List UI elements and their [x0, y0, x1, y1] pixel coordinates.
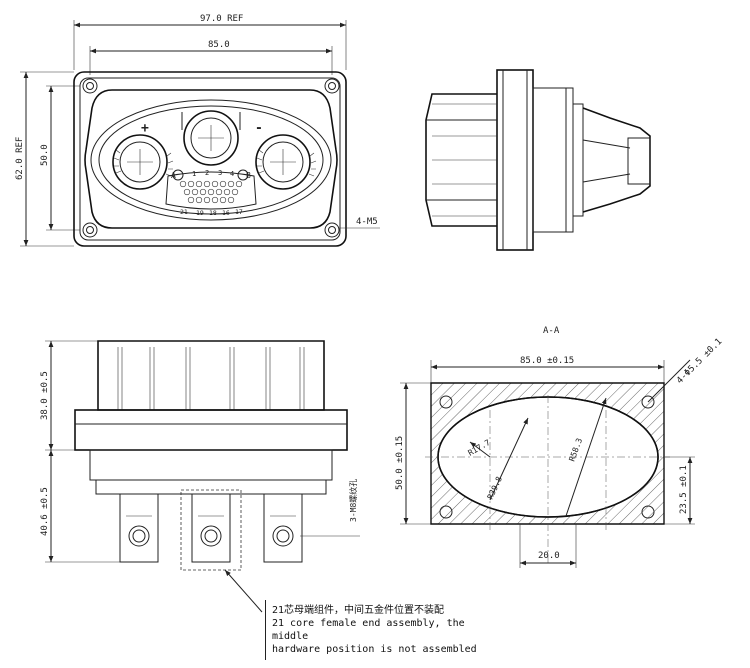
dim-section-offset: 23.5 ±0.1 [679, 465, 689, 514]
signal-pin [199, 188, 207, 196]
signal-pin [195, 180, 203, 188]
section-view-a-a: A-A 85.0 ±0.15 50.0 ±0.15 R17.7 R39.8 R5… [395, 326, 724, 568]
side-view [425, 69, 651, 251]
assembly-note-en-1: 21 core female end assembly, the middle [272, 618, 465, 642]
pin-number: 19 [196, 209, 204, 217]
power-contact-center [181, 110, 241, 166]
signal-pin [215, 188, 223, 196]
power-contact-left [112, 134, 174, 190]
dim-upper-height: 38.0 ±0.5 [40, 371, 50, 420]
label-section-holes: 4-Φ5.5 ±0.1 [675, 337, 724, 386]
pin-label-a: A [171, 171, 176, 180]
dim-bottom-width: 20.0 [538, 551, 560, 561]
signal-pin [187, 196, 195, 204]
signal-pin [211, 180, 219, 188]
dim-section-width: 85.0 ±0.15 [520, 356, 574, 366]
power-contact-right [255, 134, 317, 190]
assembly-note: 21芯母端组件，中间五金件位置不装配 21 core female end as… [265, 600, 510, 660]
label-radius-mid: R39.8 [486, 475, 504, 501]
signal-pin [211, 196, 219, 204]
label-radius-large: R58.3 [567, 437, 584, 463]
mount-hole [641, 395, 655, 409]
terminal-right [263, 493, 303, 563]
pin-number: 17 [235, 208, 243, 216]
dim-overall-height: 62.0 REF [15, 137, 25, 180]
dim-lower-height: 40.6 ±0.5 [40, 487, 50, 536]
mount-hole [82, 78, 98, 94]
signal-pin [203, 180, 211, 188]
unassembled-hardware-outline [180, 489, 242, 571]
dim-overall-width: 97.0 REF [200, 14, 243, 24]
signal-pin [227, 196, 235, 204]
dim-inner-width: 85.0 [208, 40, 230, 50]
assembly-note-en-2: hardware position is not assembled [272, 644, 477, 655]
signal-pin [227, 180, 235, 188]
pin-number: 16 [222, 209, 230, 217]
terminal-left [119, 493, 159, 563]
section-title: A-A [543, 326, 560, 336]
mount-hole [324, 78, 340, 94]
signal-pin [219, 196, 227, 204]
mount-hole [439, 395, 453, 409]
terminal-center [191, 493, 231, 563]
pin-number: 3 [218, 169, 222, 177]
front-view: 97.0 REF 85.0 62.0 REF 50.0 [15, 14, 380, 247]
signal-pin [179, 180, 187, 188]
signal-pin [219, 180, 227, 188]
pin-number: 21 [180, 208, 188, 216]
front-elevation-view: 38.0 ±0.5 40.6 ±0.5 [40, 340, 360, 613]
plus-symbol: + [141, 121, 149, 136]
assembly-note-cn: 21芯母端组件，中间五金件位置不装配 [272, 605, 445, 616]
signal-pin [191, 188, 199, 196]
mount-hole [82, 222, 98, 238]
label-radius-small: R17.7 [467, 438, 493, 458]
label-mount-holes: 4-M5 [356, 217, 378, 227]
pin-number: 1 [192, 170, 196, 178]
signal-pin [235, 180, 243, 188]
pin-number: 4 [230, 170, 234, 178]
signal-pin [183, 188, 191, 196]
signal-pin [195, 196, 203, 204]
signal-pin [203, 196, 211, 204]
mount-hole [439, 505, 453, 519]
dim-inner-height: 50.0 [40, 144, 50, 166]
signal-pin [187, 180, 195, 188]
label-thread-holes: 3-M8螺纹孔 [348, 479, 358, 522]
minus-symbol: - [255, 121, 263, 136]
signal-pin [231, 188, 239, 196]
pin-label-b: B [246, 171, 251, 180]
pin-number: 18 [209, 209, 217, 217]
dim-section-height: 50.0 ±0.15 [395, 436, 405, 490]
signal-pin [207, 188, 215, 196]
signal-pin [223, 188, 231, 196]
mount-hole [641, 505, 655, 519]
signal-pin-field [165, 169, 257, 210]
pin-number: 2 [205, 169, 209, 177]
mount-hole [324, 222, 340, 238]
